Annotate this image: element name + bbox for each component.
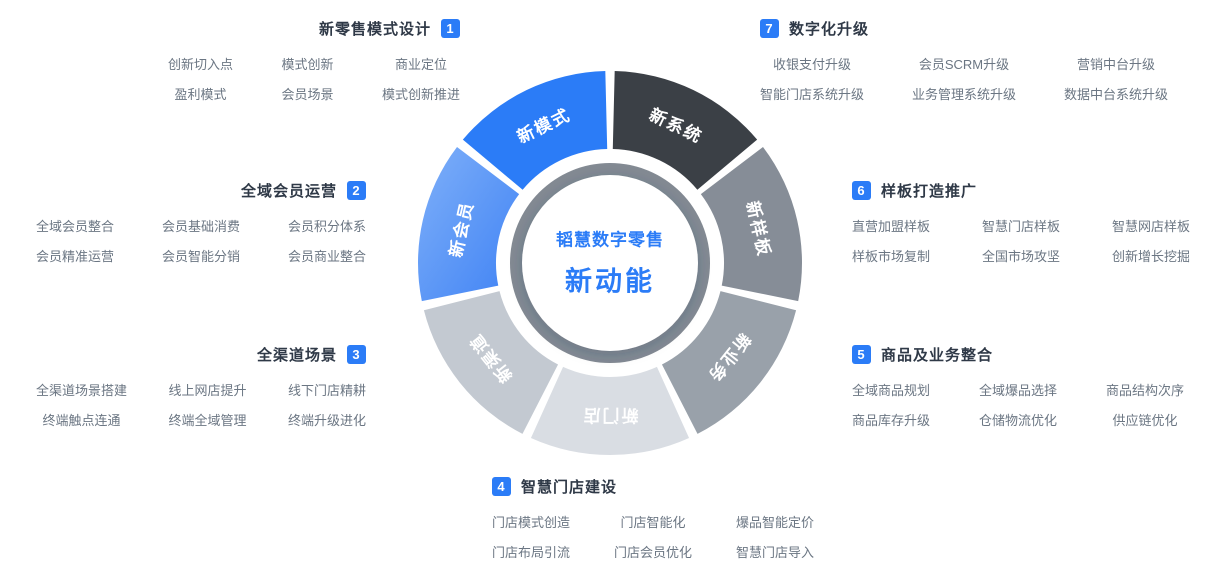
section-smart-store-construction: 4 智慧门店建设 门店模式创造 门店智能化 爆品智能定价 门店布局引流 门店会员…	[492, 476, 814, 561]
section-item: 会员积分体系	[287, 219, 366, 234]
section-item: 商品库存升级	[852, 413, 931, 428]
wheel-segment-新业务	[661, 291, 797, 434]
section-item: 智慧网店样板	[1111, 219, 1190, 234]
section-item: 会员场景	[281, 87, 334, 102]
section-item: 智能门店系统升级	[760, 87, 865, 102]
section-item: 门店布局引流	[492, 545, 571, 560]
section-title: 全域会员运营	[240, 183, 337, 200]
section-item: 智慧门店导入	[735, 545, 814, 560]
section-item: 智慧门店样板	[981, 219, 1060, 234]
section-number-badge: 4	[492, 477, 511, 496]
section-item: 商品结构次序	[1105, 383, 1184, 398]
section-item: 终端全域管理	[168, 413, 247, 428]
section-title: 智慧门店建设	[521, 479, 618, 496]
section-item: 会员智能分销	[161, 249, 240, 264]
section-title: 新零售模式设计	[318, 21, 431, 38]
section-item: 盈利模式	[174, 87, 227, 102]
section-items: 全域商品规划 全域爆品选择 商品结构次序 商品库存升级 仓储物流优化 供应链优化	[852, 380, 1184, 429]
section-title-row: 全域会员运营 2	[36, 180, 366, 201]
wheel-segment-新系统	[612, 71, 758, 190]
section-item: 线上网店提升	[168, 383, 247, 398]
section-member-operation: 全域会员运营 2 全域会员整合 会员基础消费 会员积分体系 会员精准运营 会员智…	[36, 180, 366, 265]
section-item: 全域会员整合	[36, 219, 115, 234]
section-item: 创新增长挖掘	[1111, 249, 1190, 264]
section-item: 营销中台升级	[1076, 57, 1155, 72]
section-items: 全渠道场景搭建 线上网店提升 线下门店精耕 终端触点连通 终端全域管理 终端升级…	[36, 380, 366, 429]
section-title-row: 5 商品及业务整合	[852, 344, 1184, 365]
section-item: 仓储物流优化	[978, 413, 1057, 428]
section-items: 收银支付升级 会员SCRM升级 营销中台升级 智能门店系统升级 业务管理系统升级…	[760, 54, 1168, 103]
wheel-segment-label: 新门店	[582, 406, 639, 426]
section-item: 直营加盟样板	[852, 219, 931, 234]
section-number-badge: 1	[441, 19, 460, 38]
section-number-badge: 2	[347, 181, 366, 200]
section-number-badge: 3	[347, 345, 366, 364]
section-omnichannel-scene: 全渠道场景 3 全渠道场景搭建 线上网店提升 线下门店精耕 终端触点连通 终端全…	[36, 344, 366, 429]
section-item: 全域商品规划	[852, 383, 931, 398]
wheel-segment-新模式	[462, 71, 608, 190]
section-number-badge: 6	[852, 181, 871, 200]
section-item: 模式创新推进	[381, 87, 460, 102]
section-item: 线下门店精耕	[287, 383, 366, 398]
section-item: 模式创新	[281, 57, 334, 72]
section-digital-upgrade: 7 数字化升级 收银支付升级 会员SCRM升级 营销中台升级 智能门店系统升级 …	[760, 18, 1168, 103]
wheel-segment-新样板	[700, 146, 802, 302]
section-item: 门店智能化	[620, 515, 686, 530]
section-item: 全渠道场景搭建	[36, 383, 128, 398]
section-item: 商业定位	[394, 57, 447, 72]
section-item: 全国市场攻坚	[981, 249, 1060, 264]
section-item: 门店会员优化	[613, 545, 692, 560]
section-items: 创新切入点 模式创新 商业定位 盈利模式 会员场景 模式创新推进	[168, 54, 460, 103]
section-items: 直营加盟样板 智慧门店样板 智慧网店样板 样板市场复制 全国市场攻坚 创新增长挖…	[852, 216, 1190, 265]
section-goods-business-integration: 5 商品及业务整合 全域商品规划 全域爆品选择 商品结构次序 商品库存升级 仓储…	[852, 344, 1184, 429]
section-item: 会员SCRM升级	[918, 57, 1010, 72]
section-title: 数字化升级	[789, 21, 870, 38]
section-item: 样板市场复制	[852, 249, 931, 264]
section-item: 会员商业整合	[287, 249, 366, 264]
wheel-segment-新门店	[530, 366, 690, 455]
section-item: 爆品智能定价	[735, 515, 814, 530]
section-title-row: 新零售模式设计 1	[168, 18, 460, 39]
section-item: 全域爆品选择	[978, 383, 1057, 398]
section-item: 供应链优化	[1112, 413, 1178, 428]
section-item: 业务管理系统升级	[911, 87, 1016, 102]
section-title-row: 全渠道场景 3	[36, 344, 366, 365]
section-item: 收银支付升级	[773, 57, 852, 72]
section-item: 终端触点连通	[42, 413, 121, 428]
section-item: 会员精准运营	[36, 249, 115, 264]
section-title-row: 4 智慧门店建设	[492, 476, 814, 497]
section-title: 全渠道场景	[256, 347, 337, 364]
section-item: 创新切入点	[168, 57, 234, 72]
section-title-row: 7 数字化升级	[760, 18, 1168, 39]
section-item: 门店模式创造	[492, 515, 571, 530]
section-template-promotion: 6 样板打造推广 直营加盟样板 智慧门店样板 智慧网店样板 样板市场复制 全国市…	[852, 180, 1190, 265]
section-item: 终端升级进化	[287, 413, 366, 428]
wheel-diagram: 新系统新样板新业务新门店新渠道新会员新模式	[412, 65, 808, 461]
section-items: 全域会员整合 会员基础消费 会员积分体系 会员精准运营 会员智能分销 会员商业整…	[36, 216, 366, 265]
section-number-badge: 5	[852, 345, 871, 364]
section-title-row: 6 样板打造推广	[852, 180, 1190, 201]
section-item: 数据中台系统升级	[1063, 87, 1168, 102]
wheel-segment-新渠道	[423, 291, 559, 434]
section-number-badge: 7	[760, 19, 779, 38]
wheel-center-circle	[522, 175, 698, 351]
section-title: 样板打造推广	[881, 183, 978, 200]
section-title: 商品及业务整合	[881, 347, 994, 364]
wheel-segment-新会员	[418, 146, 520, 302]
section-items: 门店模式创造 门店智能化 爆品智能定价 门店布局引流 门店会员优化 智慧门店导入	[492, 512, 814, 561]
section-new-retail-model-design: 新零售模式设计 1 创新切入点 模式创新 商业定位 盈利模式 会员场景 模式创新…	[168, 18, 460, 103]
section-item: 会员基础消费	[161, 219, 240, 234]
